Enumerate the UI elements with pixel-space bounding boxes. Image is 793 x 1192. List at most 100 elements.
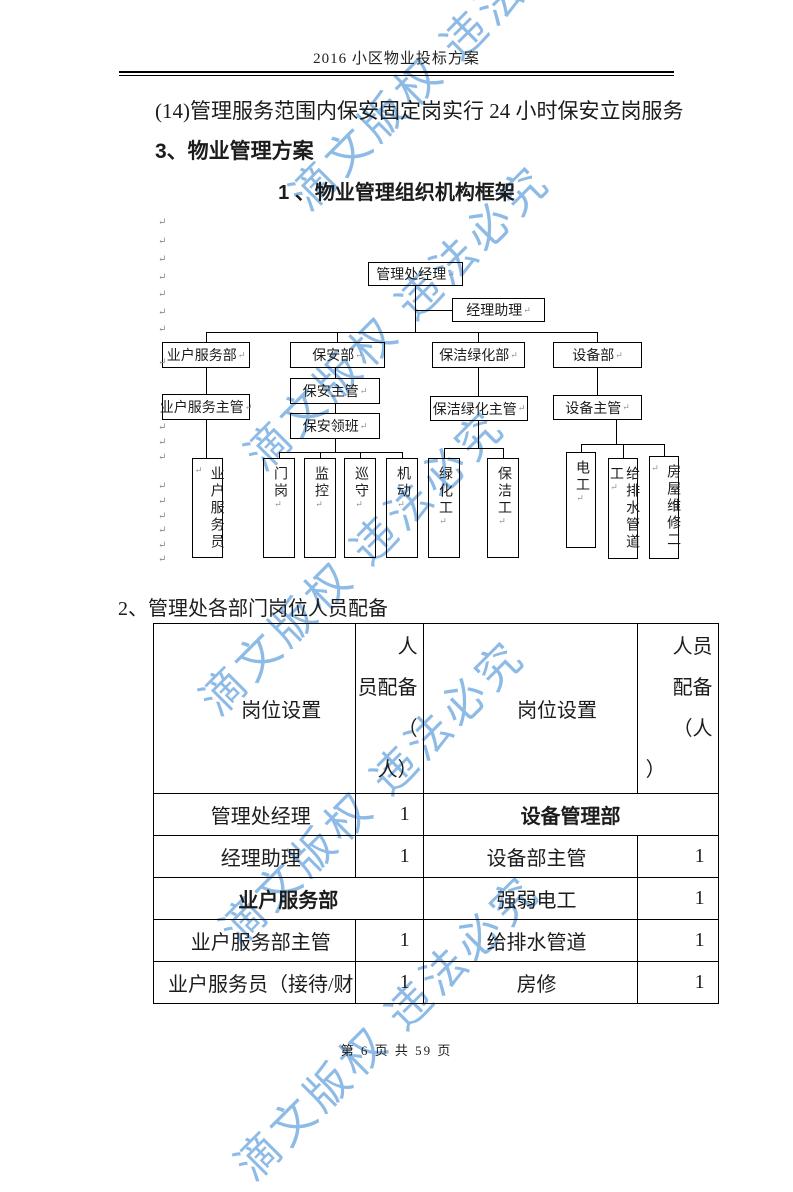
org-node-label: 保洁工 bbox=[496, 466, 512, 517]
section-3-heading: 3、物业管理方案 bbox=[155, 140, 314, 163]
org-node-greening-worker: 绿化工↵ bbox=[428, 458, 460, 558]
org-node-label: 给排水管道工 bbox=[608, 466, 640, 551]
pilcrow-mark: ↵ bbox=[158, 525, 167, 536]
pilcrow-mark: ↵ bbox=[439, 517, 450, 527]
connector-line bbox=[279, 452, 402, 453]
org-node-house-repair: 房屋维修二↵ bbox=[649, 456, 681, 559]
table-row: 管理处经理 1 设备管理部 bbox=[153, 793, 719, 836]
pilcrow-mark: ↵ bbox=[158, 289, 167, 300]
org-node-dept-cleaning: 保洁绿化部↵ bbox=[432, 342, 525, 368]
connector-line bbox=[206, 420, 207, 458]
pilcrow-mark: ↵ bbox=[158, 324, 167, 335]
pilcrow-mark: ↵ bbox=[447, 268, 455, 279]
paragraph-14: (14)管理服务范围内保安固定岗实行 24 小时保安立岗服务 bbox=[155, 99, 684, 123]
org-node-label: 机动 bbox=[395, 466, 411, 500]
org-node-label: 业户服务员 bbox=[208, 466, 224, 551]
pilcrow-mark: ↵ bbox=[158, 481, 167, 492]
pilcrow-mark: ↵ bbox=[622, 402, 630, 412]
org-node-electrician: 电工↵ bbox=[566, 452, 596, 548]
connector-line bbox=[337, 332, 338, 342]
org-node-label: 保安领班 bbox=[302, 420, 359, 435]
pilcrow-mark: ↵ bbox=[194, 466, 205, 476]
org-node-label: 业户服务部 bbox=[166, 349, 237, 364]
pilcrow-mark: ↵ bbox=[158, 254, 167, 265]
pilcrow-mark: ↵ bbox=[498, 517, 509, 527]
org-chart-title: 1 、物业管理组织机构框架 bbox=[278, 182, 515, 204]
connector-line bbox=[503, 448, 504, 458]
table-row: 业户服务部 强弱电工 1 bbox=[153, 877, 719, 920]
connector-line bbox=[335, 439, 336, 452]
pilcrow-mark: ↵ bbox=[158, 422, 167, 433]
org-node-cleaning-supervisor: 保洁绿化主管↵ bbox=[430, 396, 528, 421]
org-node-label: 业户服务主管 bbox=[159, 401, 244, 416]
page-header-title: 2016 小区物业投标方案 bbox=[313, 51, 480, 67]
header-staffing-left: 人 员配备 （ 人） bbox=[354, 623, 424, 794]
header-post-setup-left: 岗位设置 bbox=[153, 623, 356, 794]
pilcrow-mark: ↵ bbox=[237, 349, 246, 360]
org-node-patrol: 巡守↵ bbox=[344, 458, 376, 558]
pilcrow-mark: ↵ bbox=[576, 494, 587, 504]
pilcrow-mark: ↵ bbox=[517, 403, 526, 413]
pilcrow-mark: ↵ bbox=[158, 452, 167, 463]
org-node-label: 门岗 bbox=[272, 466, 288, 500]
org-node-manager: 管理处经理↵ bbox=[368, 262, 463, 286]
connector-line bbox=[415, 286, 416, 332]
pilcrow-mark: ↵ bbox=[158, 236, 167, 247]
connector-line bbox=[478, 332, 479, 342]
org-node-label: 绿化工 bbox=[437, 466, 453, 517]
page-content: 2016 小区物业投标方案 (14)管理服务范围内保安固定岗实行 24 小时保安… bbox=[118, 51, 719, 1058]
connector-line bbox=[597, 367, 598, 395]
header-post-setup-right: 岗位设置 bbox=[422, 623, 638, 794]
pilcrow-mark: ↵ bbox=[158, 540, 167, 551]
org-node-label: 设备主管 bbox=[565, 401, 622, 417]
org-node-label: 电工 bbox=[574, 460, 590, 494]
table-row: 经理助理 1 设备部主管 1 bbox=[153, 835, 719, 878]
pilcrow-mark: ↵ bbox=[244, 401, 253, 412]
pilcrow-mark: ↵ bbox=[274, 500, 285, 510]
header-staffing-right: 人员 配备 （人 ） bbox=[636, 623, 719, 794]
org-node-dept-equipment: 设备部↵ bbox=[553, 342, 642, 368]
pilcrow-mark: ↵ bbox=[315, 500, 326, 510]
connector-line bbox=[616, 420, 617, 444]
org-node-service-staff: 业户服务员↵ bbox=[192, 458, 224, 558]
connector-line bbox=[478, 367, 479, 396]
org-node-label: 保洁绿化部 bbox=[439, 349, 510, 364]
connector-line bbox=[415, 310, 452, 311]
table-row: 业户服务员（接待/财 1 房修 1 bbox=[153, 961, 719, 1004]
connector-line bbox=[335, 404, 336, 413]
org-node-label: 房屋维修二 bbox=[665, 464, 681, 549]
pilcrow-mark: ↵ bbox=[359, 420, 368, 431]
connector-line bbox=[402, 452, 403, 458]
connector-line bbox=[581, 444, 582, 452]
connector-line bbox=[206, 368, 207, 394]
connector-line bbox=[623, 444, 624, 458]
pilcrow-mark: ↵ bbox=[615, 349, 623, 360]
org-node-label: 保洁绿化主管 bbox=[432, 402, 517, 418]
org-node-label: 设备部 bbox=[572, 349, 615, 364]
pilcrow-mark: ↵ bbox=[158, 217, 167, 228]
connector-line bbox=[444, 448, 503, 449]
header-rule bbox=[119, 71, 674, 76]
staffing-table: 岗位设置 人 员配备 （ 人） 岗位设置 人员 配备 （人 ） 管理处经理 1 … bbox=[153, 623, 719, 1004]
org-node-equipment-supervisor: 设备主管↵ bbox=[553, 395, 642, 420]
pilcrow-mark: ↵ bbox=[610, 483, 620, 493]
pilcrow-mark: ↵ bbox=[355, 349, 363, 360]
connector-line bbox=[581, 444, 664, 445]
org-node-label: 保安部 bbox=[312, 349, 355, 364]
pilcrow-mark: ↵ bbox=[355, 500, 366, 510]
pilcrow-mark: ↵ bbox=[359, 385, 368, 396]
pilcrow-mark: ↵ bbox=[158, 357, 167, 368]
org-node-security-supervisor: 保安主管↵ bbox=[290, 378, 380, 404]
org-node-label: 保安主管 bbox=[302, 385, 359, 400]
org-node-cleaning-worker: 保洁工↵ bbox=[487, 458, 519, 558]
table-row: 业户服务部主管 1 给排水管道 1 bbox=[153, 919, 719, 962]
pilcrow-mark: ↵ bbox=[158, 307, 167, 318]
section-2-heading: 2、管理处各部门岗位人员配备 bbox=[118, 598, 388, 620]
pilcrow-mark: ↵ bbox=[397, 500, 408, 510]
pilcrow-mark: ↵ bbox=[510, 349, 518, 360]
connector-line bbox=[279, 452, 280, 458]
pilcrow-mark: ↵ bbox=[158, 496, 167, 507]
org-node-service-supervisor: 业户服务主管↵ bbox=[159, 394, 253, 420]
pilcrow-mark: ↵ bbox=[158, 511, 167, 522]
org-node-assistant: 经理助理↵ bbox=[452, 298, 545, 322]
